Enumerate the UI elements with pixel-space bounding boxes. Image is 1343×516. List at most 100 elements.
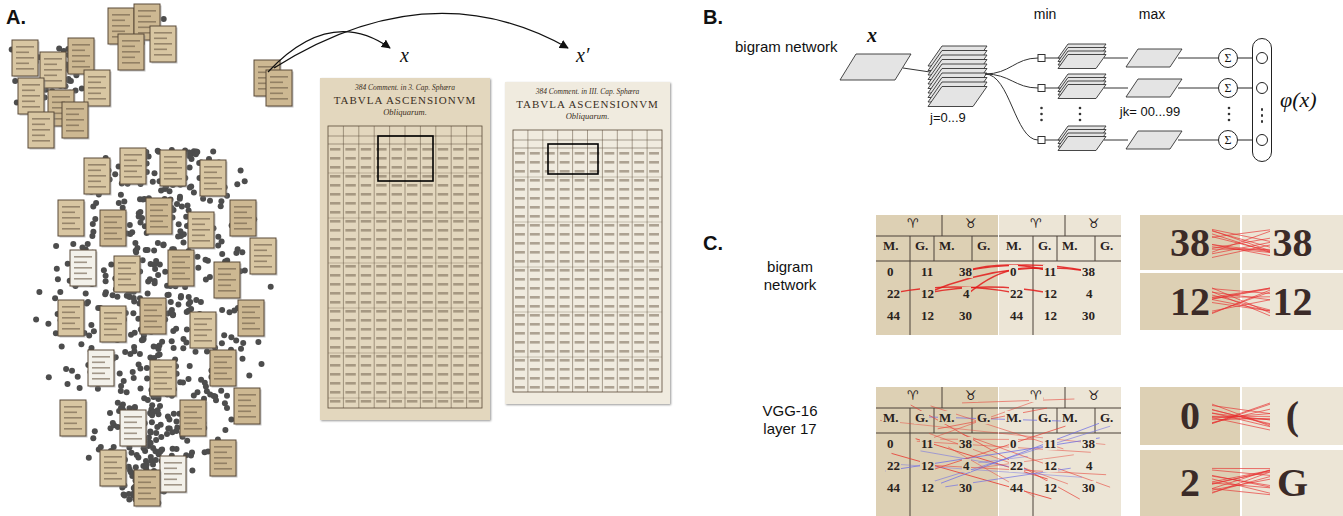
table-entry xyxy=(422,337,432,340)
document-thumbnail xyxy=(188,212,216,250)
table-entry xyxy=(438,238,448,241)
thumbnail-text-line xyxy=(104,467,122,469)
table-entry xyxy=(330,355,340,358)
thumbnail-text-line xyxy=(254,255,272,257)
table-entry xyxy=(575,296,585,299)
embedding-dot xyxy=(165,426,171,432)
thumbnail-text-line xyxy=(22,84,40,86)
table-cell-text: ♉ xyxy=(964,389,978,402)
table-entry xyxy=(604,296,614,299)
table-entry xyxy=(345,166,355,169)
table-entry xyxy=(469,283,479,286)
thumbnail-text-line xyxy=(138,493,151,495)
table-entry xyxy=(530,359,540,362)
thumbnail-text-line xyxy=(154,366,172,368)
thumbnail-text-line xyxy=(104,329,117,331)
thumbnail-text-line xyxy=(62,312,75,314)
thumbnail-text-line xyxy=(124,160,137,162)
table-entry xyxy=(361,247,371,250)
table-entry xyxy=(530,296,540,299)
table-entry xyxy=(634,314,644,317)
thumbnail-page xyxy=(234,388,260,424)
thumbnail-text-line xyxy=(104,312,122,314)
table-entry xyxy=(453,301,463,304)
sum-symbol: Σ xyxy=(1225,52,1232,64)
digit-crop xyxy=(1242,215,1343,270)
table-entry xyxy=(515,359,525,362)
table-entry xyxy=(515,206,525,209)
table-entry xyxy=(649,215,659,218)
embedding-dot xyxy=(233,250,239,256)
document-thumbnail xyxy=(150,26,178,64)
thumbnail-page xyxy=(230,200,256,236)
table-entry xyxy=(361,328,371,331)
table-entry xyxy=(376,265,386,268)
table-entry xyxy=(361,148,371,151)
table-entry xyxy=(575,377,585,380)
table-entry xyxy=(619,206,629,209)
relevance-line xyxy=(1212,231,1270,252)
thumbnail-text-line xyxy=(144,315,162,317)
sum-unit: Σ xyxy=(1218,48,1238,68)
table-frame xyxy=(328,126,482,408)
embedding-dot xyxy=(184,438,190,444)
table-cell-text: 4 xyxy=(1085,459,1094,472)
table-entry xyxy=(330,400,340,403)
table-entry xyxy=(407,400,417,403)
table-entry xyxy=(453,202,463,205)
relevance-line xyxy=(927,268,1088,293)
table-entry xyxy=(590,332,600,335)
table-entry xyxy=(376,391,386,394)
table-rule xyxy=(420,126,421,408)
thumbnail-text-line xyxy=(214,446,232,448)
table-entry xyxy=(560,242,570,245)
table-entry xyxy=(560,152,570,155)
thumbnail-text-line xyxy=(154,383,167,385)
thumbnail-text-line xyxy=(72,55,90,57)
table-entry xyxy=(453,265,463,268)
table-entry xyxy=(634,377,644,380)
table-cell-text: 38 xyxy=(1081,265,1096,278)
embedding-dot xyxy=(145,397,151,403)
thumbnail-text-line xyxy=(32,124,45,126)
table-rule xyxy=(1033,408,1034,516)
thumbnail-text-line xyxy=(242,323,255,325)
table-cell-text: 44 xyxy=(1009,309,1024,322)
relevance-line xyxy=(880,420,1105,444)
embedding-dot xyxy=(205,258,211,264)
embedding-dot xyxy=(55,276,61,282)
table-entry xyxy=(469,391,479,394)
table-entry xyxy=(560,197,570,200)
table-entry xyxy=(545,350,555,353)
document-thumbnail xyxy=(210,440,238,478)
table-entry xyxy=(453,229,463,232)
table-entry xyxy=(392,337,402,340)
thumbnail-text-line xyxy=(104,323,122,325)
table-rule xyxy=(466,126,467,408)
ellipsis-dot xyxy=(1040,113,1043,116)
embedding-dot xyxy=(12,78,18,84)
thumbnail-text-line xyxy=(104,318,117,320)
document-thumbnail xyxy=(134,470,162,508)
ellipsis-dot xyxy=(1079,119,1082,122)
thumbnail-text-line xyxy=(242,317,260,319)
relevance-line xyxy=(1212,410,1270,424)
thumbnail-text-line xyxy=(154,372,167,374)
embedding-dot xyxy=(170,312,176,318)
table-entry xyxy=(515,260,525,263)
embedding-dot xyxy=(101,267,107,273)
thumbnail-text-line xyxy=(270,87,288,89)
index-label: jk= 00...99 xyxy=(1120,104,1180,119)
table-entry xyxy=(560,332,570,335)
table-cell-text: 44 xyxy=(886,481,901,494)
table-entry xyxy=(604,278,614,281)
min-unit xyxy=(1038,137,1045,144)
sum-symbol: Σ xyxy=(1225,134,1232,146)
ellipsis-dot xyxy=(1040,119,1043,122)
table-entry xyxy=(361,256,371,259)
table-entry xyxy=(560,188,570,191)
table-entry xyxy=(438,274,448,277)
embedding-dot xyxy=(153,457,159,463)
table-entry xyxy=(604,386,614,389)
